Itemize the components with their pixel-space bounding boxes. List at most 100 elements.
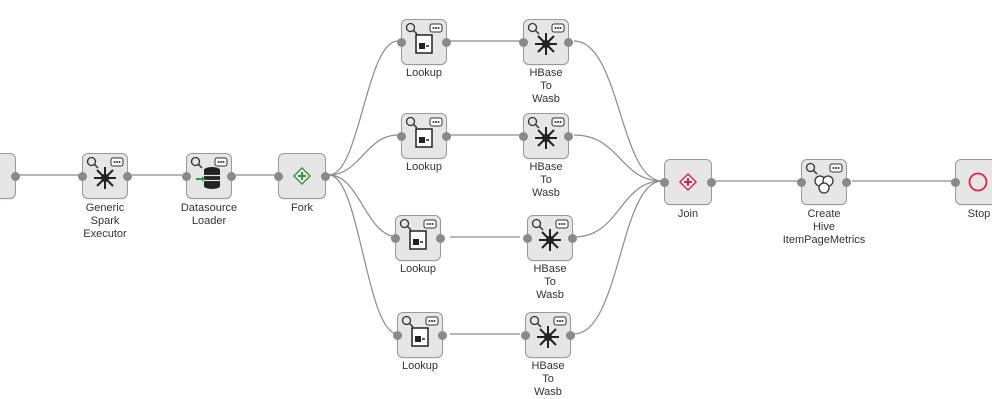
input-port[interactable] [523,234,532,243]
edge-wasb3-to-join [573,180,663,238]
node-hbase-to-wasb-3[interactable] [523,215,577,261]
fork-icon [292,166,312,186]
config-badge-icon[interactable] [425,315,439,327]
search-icon[interactable] [86,156,100,170]
node-join[interactable] [660,159,716,205]
node-hbase-to-wasb-1[interactable] [519,19,573,65]
output-port[interactable] [564,38,573,47]
config-badge-icon[interactable] [429,116,443,128]
label-fork: Fork [291,202,313,214]
config-badge-icon[interactable] [551,116,565,128]
label-stop: Stop [967,208,991,220]
input-port[interactable] [397,132,406,141]
node-lookup-3[interactable] [391,215,445,261]
node-lookup-4[interactable] [393,312,447,358]
search-icon[interactable] [399,218,413,232]
spark-executor-icon [539,229,561,252]
input-port[interactable] [78,172,87,181]
input-port[interactable] [797,178,806,187]
input-port[interactable] [660,178,669,187]
edge-fork-to-lookup3 [328,174,399,238]
output-port[interactable] [442,132,451,141]
edge-wasb2-to-join [573,134,663,182]
node-generic-spark-executor[interactable] [78,153,132,199]
node-lookup-2[interactable] [397,113,451,159]
edge-wasb4-to-join [573,180,663,335]
output-port[interactable] [842,178,851,187]
input-port[interactable] [519,38,528,47]
output-port[interactable] [566,331,575,340]
hive-icon [814,175,834,194]
lookup-icon [415,34,433,54]
node-hbase-to-wasb-2[interactable] [519,113,573,159]
config-badge-icon[interactable] [553,315,567,327]
output-port[interactable] [442,38,451,47]
input-port[interactable] [397,38,406,47]
label-join: Join [677,208,699,220]
search-icon[interactable] [190,156,204,170]
start-node[interactable] [0,153,20,199]
search-icon[interactable] [531,218,545,232]
join-icon [678,172,698,192]
node-hbase-to-wasb-4[interactable] [521,312,575,358]
search-icon[interactable] [405,116,419,130]
output-port[interactable] [227,172,236,181]
stop-icon [968,172,988,192]
edge-fork-to-lookup4 [328,174,399,335]
output-port[interactable] [564,132,573,141]
input-port[interactable] [274,172,283,181]
node-fork[interactable] [274,153,330,199]
output-port[interactable] [123,172,132,181]
spark-executor-icon [535,127,557,150]
edge-fork-to-lookup2 [328,134,399,176]
input-port[interactable] [393,331,402,340]
node-stop[interactable] [951,159,992,205]
config-badge-icon[interactable] [429,22,443,34]
node-datasource-loader[interactable] [182,153,236,199]
input-port[interactable] [521,331,530,340]
input-port[interactable] [391,234,400,243]
input-port[interactable] [519,132,528,141]
output-port[interactable] [568,234,577,243]
label-lookup-1: Lookup [405,67,443,79]
lookup-icon [415,128,433,148]
label-lookup-3: Lookup [399,263,437,275]
lookup-icon [411,327,429,347]
output-port[interactable] [436,234,445,243]
search-icon[interactable] [527,116,541,130]
edge-fork-to-lookup1 [328,40,399,176]
output-port[interactable] [321,172,330,181]
search-icon[interactable] [527,22,541,36]
output-port[interactable] [438,331,447,340]
config-badge-icon[interactable] [829,162,843,174]
node-lookup-1[interactable] [397,19,451,65]
search-icon[interactable] [805,162,819,176]
config-badge-icon[interactable] [214,156,228,168]
node-create-hive-itempagemetrics[interactable] [797,159,851,205]
input-port[interactable] [182,172,191,181]
config-badge-icon[interactable] [551,22,565,34]
start-output-port[interactable] [11,172,20,181]
input-port[interactable] [951,178,960,187]
search-icon[interactable] [529,315,543,329]
spark-executor-icon [535,33,557,56]
config-badge-icon[interactable] [110,156,124,168]
edge-wasb1-to-join [573,40,663,182]
config-badge-icon[interactable] [423,218,437,230]
lookup-icon [409,230,427,250]
output-port[interactable] [707,178,716,187]
search-icon[interactable] [405,22,419,36]
config-badge-icon[interactable] [555,218,569,230]
label-lookup-2: Lookup [405,161,443,173]
search-icon[interactable] [401,315,415,329]
label-lookup-4: Lookup [401,360,439,372]
spark-executor-icon [537,326,559,349]
